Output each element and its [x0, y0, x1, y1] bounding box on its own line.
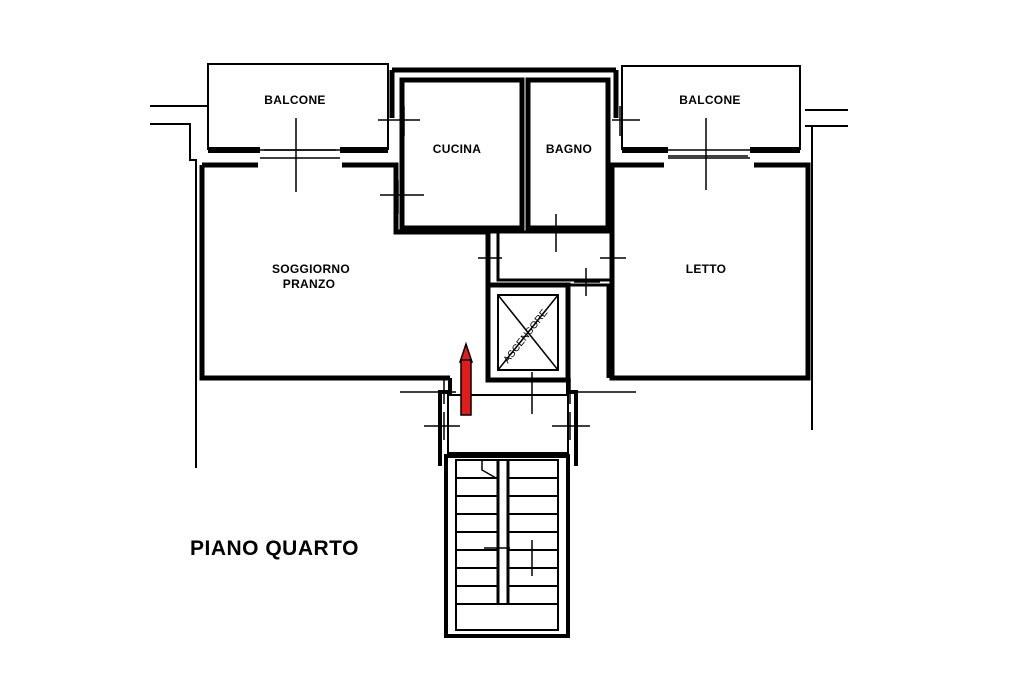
room-label-balcone-left: BALCONE: [264, 93, 325, 107]
balcone-right: [621, 65, 801, 159]
context-lines: [150, 105, 848, 468]
room-label-bagno: BAGNO: [546, 142, 592, 156]
balcone-left: [207, 63, 389, 159]
room-label-soggiorno: SOGGIORNO: [272, 262, 350, 276]
door-markers: [264, 106, 748, 576]
letto-room: [609, 162, 811, 381]
room-label-letto: LETTO: [686, 262, 727, 276]
floor-title: PIANO QUARTO: [190, 537, 359, 560]
room-label-cucina: CUCINA: [433, 142, 481, 156]
soggiorno-room: [199, 162, 491, 381]
room-label-pranzo: PRANZO: [283, 277, 335, 291]
room-label-ascensore: ASCENSORE: [502, 307, 551, 365]
room-label-balcone-right: BALCONE: [679, 93, 740, 107]
entrance-arrow-icon: [458, 341, 474, 416]
staircase: [444, 454, 570, 638]
service-block: [389, 67, 619, 231]
